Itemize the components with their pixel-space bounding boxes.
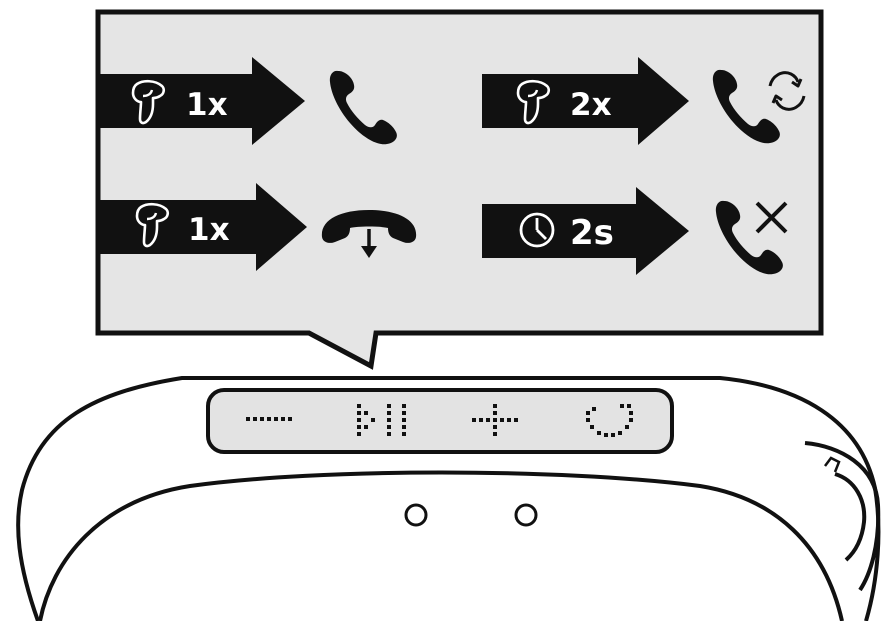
- trigger-label: 1x: [188, 212, 230, 248]
- instruction-row-1-right: 2x: [482, 57, 806, 145]
- instruction-row-2-left: 1x: [98, 183, 417, 271]
- play-pause-icon[interactable]: [357, 404, 406, 436]
- phone-reject-icon: [715, 200, 788, 275]
- tap-hand-icon: [131, 79, 166, 125]
- clock-icon: [519, 212, 555, 248]
- arrow-shape: [98, 57, 305, 145]
- tap-hand-icon: [516, 79, 551, 125]
- trigger-label: 1x: [186, 87, 228, 123]
- side-knob: [804, 441, 881, 592]
- instruction-row-1-left: 1x: [98, 57, 397, 145]
- phone-call-icon[interactable]: [586, 404, 633, 437]
- phone-hangup-icon: [321, 210, 417, 258]
- port-icon: [514, 503, 538, 527]
- trigger-label: 2x: [570, 87, 612, 123]
- side-knob-ridge: [834, 472, 867, 562]
- arrow-shape: [482, 187, 689, 275]
- trigger-label: 2s: [570, 213, 614, 253]
- control-strip: [206, 388, 674, 454]
- instruction-row-2-right: 2s: [482, 187, 788, 275]
- tap-hand-icon: [135, 202, 170, 248]
- minus-volume-icon[interactable]: [246, 417, 292, 421]
- arrow-shape: [482, 57, 689, 145]
- side-knob-tooth: [824, 456, 841, 473]
- phone-redial-icon: [712, 69, 806, 144]
- phone-answer-icon: [329, 70, 397, 145]
- device-inner-outline: [38, 470, 844, 621]
- port-icon: [404, 503, 428, 527]
- callout-bubble: [95, 9, 824, 370]
- plus-volume-icon[interactable]: [472, 404, 518, 436]
